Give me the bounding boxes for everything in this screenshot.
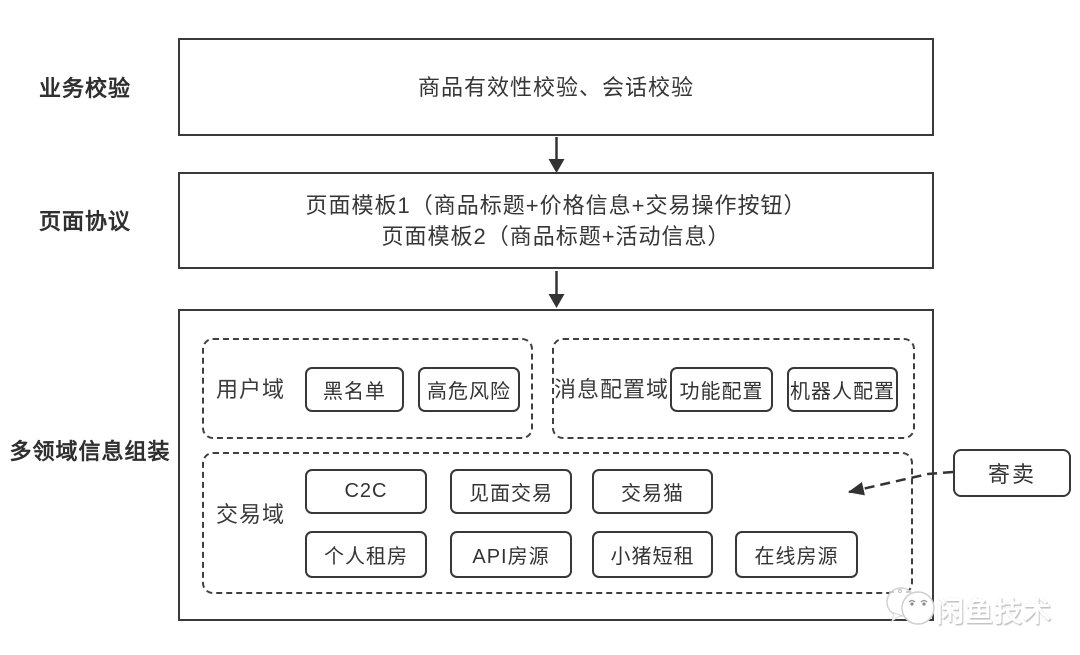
- page-template-2-text: 页面模板2（商品标题+活动信息）: [381, 223, 731, 249]
- page-protocol-box: 页面模板1（商品标题+价格信息+交易操作按钮） 页面模板2（商品标题+活动信息）: [178, 172, 934, 269]
- chip-trade-cat: 交易猫: [592, 469, 713, 514]
- chip-personal-rental: 个人租房: [305, 531, 427, 578]
- chip-blacklist: 黑名单: [305, 367, 404, 412]
- row-label-multi-domain-assembly: 多领域信息组装: [9, 439, 171, 464]
- page-template-1-text: 页面模板1（商品标题+价格信息+交易操作按钮）: [305, 192, 807, 218]
- row-label-business-validation: 业务校验: [38, 76, 131, 101]
- watermark-text: 闲鱼技术: [936, 596, 1053, 627]
- xianyu-fish-logo-icon: [886, 587, 935, 625]
- arrow-row2-to-row3: [548, 271, 565, 308]
- user-domain-group: [202, 338, 533, 439]
- chip-api-housing: API房源: [450, 531, 572, 578]
- message-config-domain-group: [552, 338, 915, 439]
- business-validation-text: 商品有效性校验、会话校验: [417, 74, 694, 100]
- trade-domain-label: 交易域: [216, 502, 286, 527]
- trade-domain-group: [202, 452, 913, 594]
- business-validation-box: 商品有效性校验、会话校验: [178, 38, 934, 136]
- user-domain-label: 用户域: [216, 377, 286, 402]
- row-label-page-protocol: 页面协议: [38, 209, 131, 234]
- chip-function-config: 功能配置: [670, 367, 773, 412]
- chip-online-housing: 在线房源: [735, 531, 858, 578]
- chip-xiaozhu-short-rent: 小猪短租: [592, 531, 713, 578]
- chip-meet-trade: 见面交易: [450, 469, 572, 514]
- message-config-domain-label: 消息配置域: [554, 377, 670, 402]
- arrow-row1-to-row2: [548, 137, 565, 173]
- chip-robot-config: 机器人配置: [787, 367, 898, 412]
- watermark: 闲鱼技术: [876, 580, 1080, 652]
- consignment-box: 寄卖: [953, 449, 1071, 497]
- chip-c2c: C2C: [305, 469, 427, 514]
- chip-high-risk: 高危风险: [418, 367, 520, 412]
